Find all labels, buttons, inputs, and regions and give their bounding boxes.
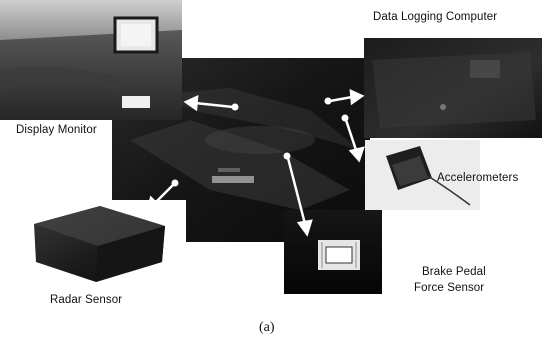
- data-logging-computer-photo: [364, 38, 542, 138]
- label-radar-sensor: Radar Sensor: [50, 294, 122, 306]
- radar-sensor-photo: [18, 200, 186, 282]
- display-monitor-photo: [0, 0, 182, 120]
- label-display-monitor: Display Monitor: [16, 124, 97, 136]
- label-accelerometers: Accelerometers: [437, 172, 518, 184]
- label-brake-pedal-line1: Brake Pedal: [422, 266, 486, 278]
- figure-caption: (a): [259, 320, 275, 335]
- label-brake-pedal-line2: Force Sensor: [414, 282, 484, 294]
- label-data-logging-computer: Data Logging Computer: [373, 11, 497, 23]
